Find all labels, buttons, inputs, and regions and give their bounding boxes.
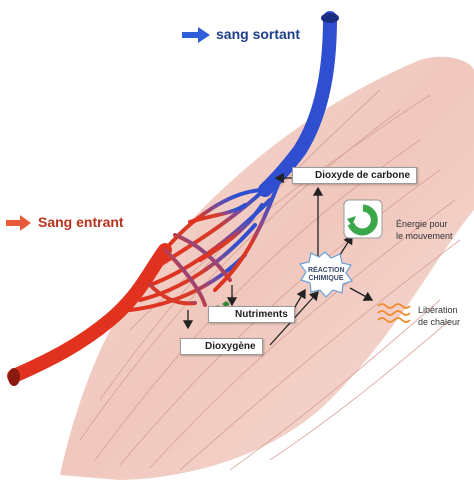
artery bbox=[7, 243, 172, 383]
label-dioxygene: Dioxygène bbox=[205, 341, 256, 352]
label-sang-sortant: sang sortant bbox=[216, 26, 301, 42]
box-dioxygene: Dioxygène bbox=[180, 338, 263, 355]
label-reaction: RÉACTION CHIMIQUE bbox=[308, 267, 345, 283]
muscle-tissue bbox=[60, 56, 474, 481]
heat-icon bbox=[377, 303, 411, 323]
arrow-reaction-to-heat bbox=[349, 287, 374, 301]
artery-opening bbox=[8, 368, 20, 386]
energy-icon bbox=[343, 199, 383, 239]
sang-entrant-arrow-icon bbox=[6, 215, 31, 231]
box-nutriments: Nutriments bbox=[208, 306, 295, 323]
sang-sortant-arrow-icon bbox=[182, 27, 210, 43]
label-reaction-l2: CHIMIQUE bbox=[308, 275, 344, 282]
label-dioxyde: Dioxyde de carbone bbox=[315, 170, 411, 181]
reaction-burst-icon bbox=[298, 251, 353, 298]
label-chaleur: Libération de chaleur bbox=[418, 304, 474, 328]
label-energie: Énergie pour le mouvement bbox=[396, 218, 470, 242]
label-reaction-l1: RÉACTION bbox=[308, 267, 345, 274]
muscle-fibers bbox=[79, 89, 461, 471]
box-dioxyde: Dioxyde de carbone bbox=[292, 167, 418, 184]
label-sang-entrant: Sang entrant bbox=[38, 214, 124, 230]
label-chaleur-l1: Libération bbox=[418, 305, 458, 315]
vein-opening bbox=[321, 13, 339, 23]
label-chaleur-l2: de chaleur bbox=[418, 317, 461, 327]
label-energie-l1: Énergie pour bbox=[396, 219, 448, 229]
label-nutriments: Nutriments bbox=[235, 309, 288, 320]
label-energie-l2: le mouvement bbox=[396, 231, 453, 241]
